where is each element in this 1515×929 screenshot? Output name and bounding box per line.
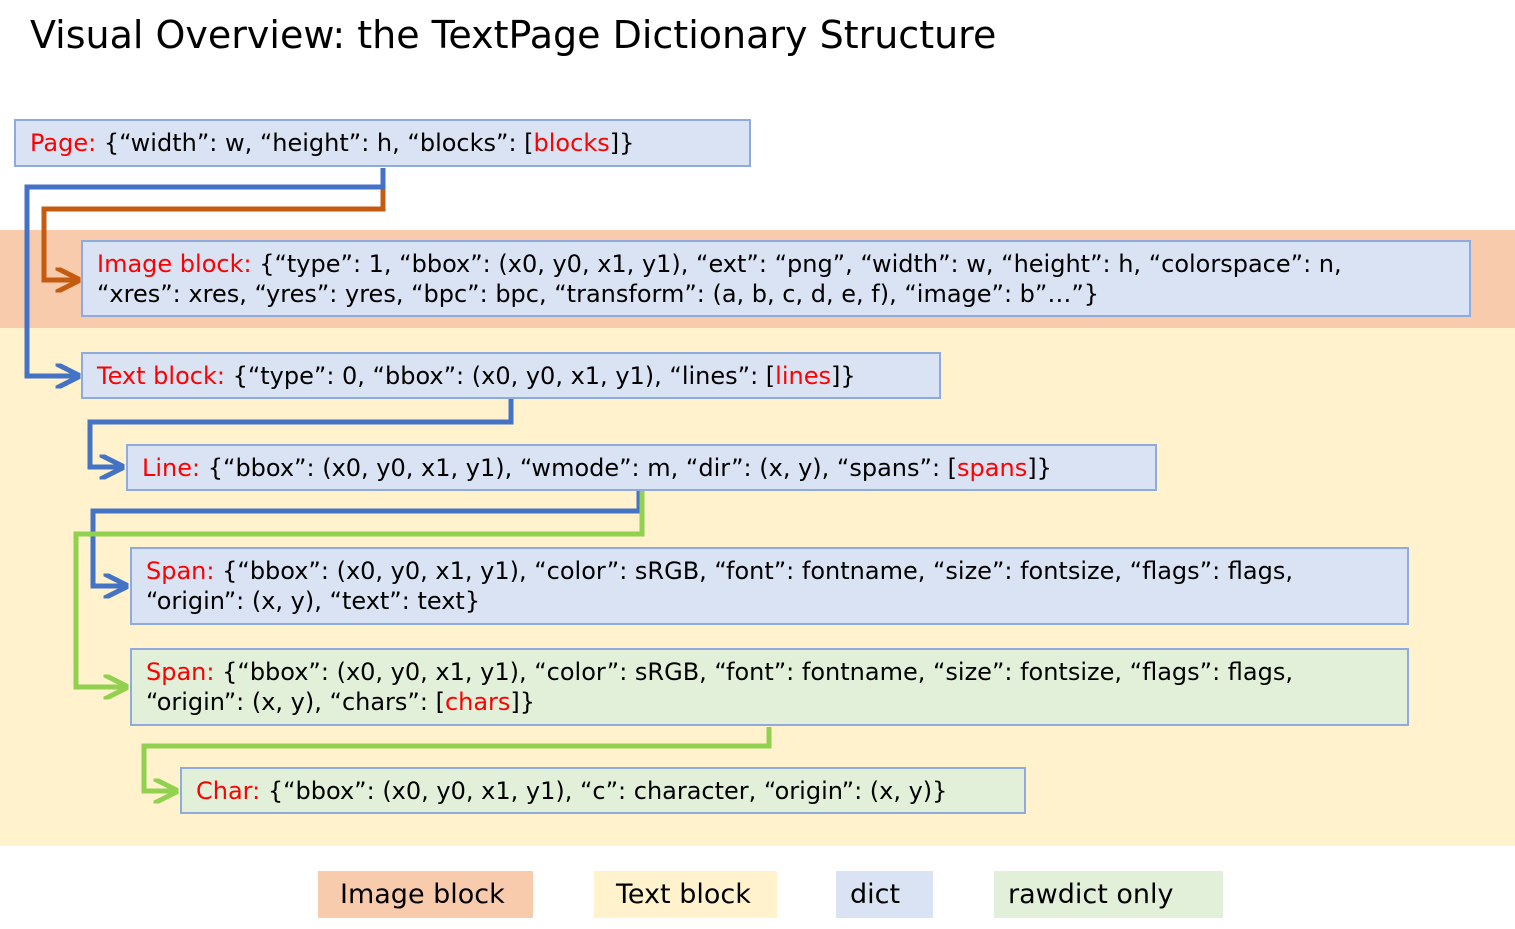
image-block-node-label: Image block: <box>97 250 252 278</box>
span-rawdict-node-line-2: “origin”: (x, y), “chars”: [chars]} <box>146 687 1393 717</box>
span-rawdict-node-ref: chars <box>444 688 511 716</box>
connector-line-to-span-rawdict <box>73 491 645 687</box>
image-block-node-text-1: {“type”: 1, “bbox”: (x0, y0, x1, y1), “e… <box>251 250 1342 278</box>
line-node-close: ]} <box>1027 454 1052 482</box>
legend-image-block: Image block <box>318 871 533 918</box>
line-node-text: {“bbox”: (x0, y0, x1, y1), “wmode”: m, “… <box>200 454 958 482</box>
connector-span-to-char <box>141 727 772 791</box>
connector-page-to-text-block <box>24 168 386 376</box>
span-rawdict-node-text-1: {“bbox”: (x0, y0, x1, y1), “color”: sRGB… <box>214 658 1293 686</box>
page-node-ref: blocks <box>533 129 610 157</box>
text-block-node-ref: lines <box>775 362 831 390</box>
span-rawdict-node-line-1: Span: {“bbox”: (x0, y0, x1, y1), “color”… <box>146 657 1393 687</box>
span-rawdict-node-text-2: “origin”: (x, y), “chars”: [ <box>146 688 445 716</box>
line-node-label: Line: <box>142 454 201 482</box>
image-block-node-line-1: Image block: {“type”: 1, “bbox”: (x0, y0… <box>97 249 1455 279</box>
connector-page-to-image-block <box>41 168 386 280</box>
diagram-title: Visual Overview: the TextPage Dictionary… <box>30 13 997 57</box>
text-block-node: Text block: {“type”: 0, “bbox”: (x0, y0,… <box>81 352 941 399</box>
image-block-node-line-2: “xres”: xres, “yres”: yres, “bpc”: bpc, … <box>97 280 1100 308</box>
char-node: Char: {“bbox”: (x0, y0, x1, y1), “c”: ch… <box>180 767 1026 814</box>
span-rawdict-node-label: Span: <box>146 658 215 686</box>
image-block-node: Image block: {“type”: 1, “bbox”: (x0, y0… <box>81 240 1471 317</box>
page-node-text: {“width”: w, “height”: h, “blocks”: [ <box>96 129 534 157</box>
span-dict-node-line-1: Span: {“bbox”: (x0, y0, x1, y1), “color”… <box>146 556 1393 586</box>
span-dict-node: Span: {“bbox”: (x0, y0, x1, y1), “color”… <box>130 547 1409 625</box>
legend-dict: dict <box>836 871 933 918</box>
span-dict-node-label: Span: <box>146 557 215 585</box>
legend-rawdict-only: rawdict only <box>994 871 1223 918</box>
page-node: Page: {“width”: w, “height”: h, “blocks”… <box>14 119 751 167</box>
connector-text-block-to-line <box>87 399 514 467</box>
legend-text-block: Text block <box>594 871 777 918</box>
connector-line-to-span-dict <box>90 491 642 586</box>
span-rawdict-node: Span: {“bbox”: (x0, y0, x1, y1), “color”… <box>130 648 1409 726</box>
char-node-label: Char: <box>196 777 261 805</box>
text-block-node-label: Text block: <box>97 362 225 390</box>
span-dict-node-text-1: {“bbox”: (x0, y0, x1, y1), “color”: sRGB… <box>214 557 1293 585</box>
char-node-text: {“bbox”: (x0, y0, x1, y1), “c”: characte… <box>260 777 948 805</box>
span-rawdict-node-close: ]} <box>510 688 536 716</box>
page-node-close: ]} <box>609 129 635 157</box>
span-dict-node-line-2: “origin”: (x, y), “text”: text} <box>146 587 481 615</box>
text-block-node-text: {“type”: 0, “bbox”: (x0, y0, x1, y1), “l… <box>224 362 776 390</box>
line-node-ref: spans <box>957 454 1028 482</box>
text-block-node-close: ]} <box>831 362 856 390</box>
page-node-label: Page: <box>30 129 97 157</box>
line-node: Line: {“bbox”: (x0, y0, x1, y1), “wmode”… <box>126 444 1157 491</box>
